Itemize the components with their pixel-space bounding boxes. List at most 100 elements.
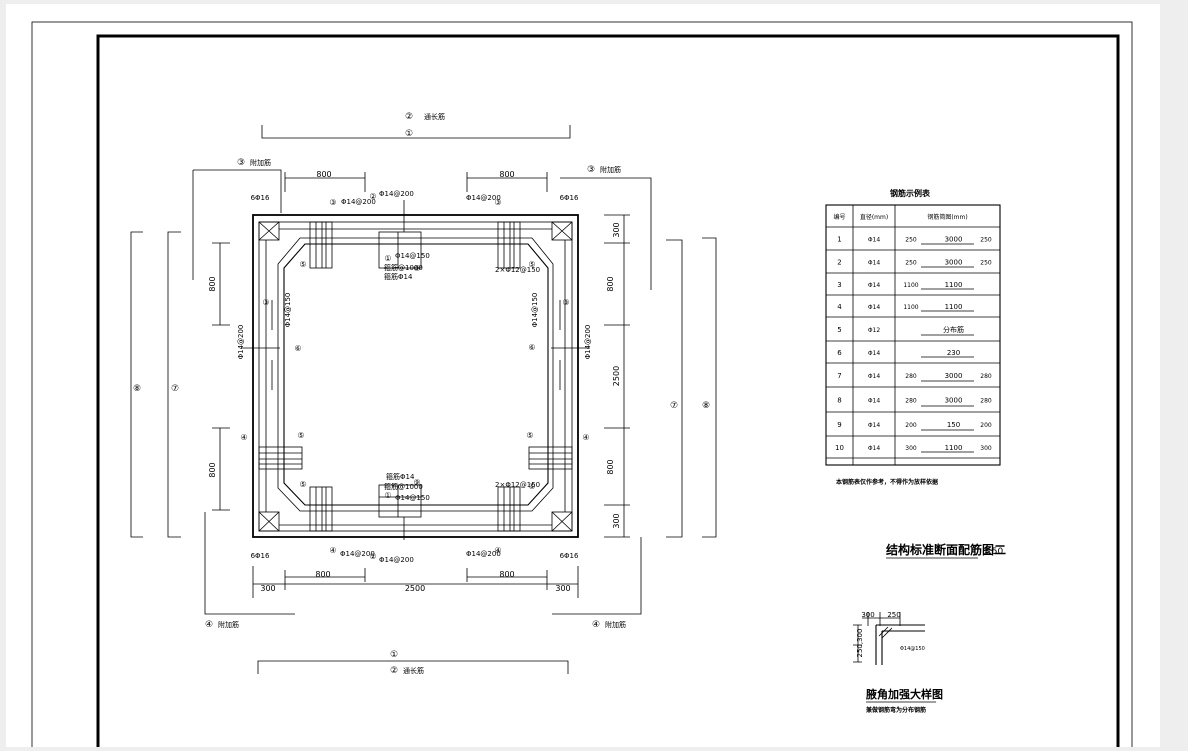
l-ref-5-bot: ⑤ bbox=[297, 431, 304, 440]
schedule-row-shape: 3000 bbox=[945, 397, 963, 405]
detail-dim-vert: 250,300 bbox=[856, 629, 864, 658]
b-dim-800-right: 800 bbox=[499, 570, 514, 579]
stirrup-ref1-top: ① bbox=[384, 254, 391, 263]
r-ref-8: ⑧ bbox=[702, 401, 710, 411]
l-ref-4: ④ bbox=[240, 433, 247, 442]
schedule-row-b: 250 bbox=[980, 237, 992, 244]
schedule-row-no: 4 bbox=[837, 303, 842, 311]
detail-dim-250: 250 bbox=[887, 611, 900, 619]
corner-boxes bbox=[258, 221, 573, 532]
schedule-header-shape: 钢筋简图(mm) bbox=[927, 213, 967, 221]
outer-rebar bbox=[258, 221, 573, 532]
b-dim-2500: 2500 bbox=[405, 584, 425, 593]
r-dim-2500: 2500 bbox=[612, 366, 621, 386]
b-dim-800-left: 800 bbox=[315, 570, 330, 579]
top-dim-800-left: 800 bbox=[316, 170, 331, 179]
l-phi14-150: Φ14@150 bbox=[284, 293, 292, 328]
bot-through-label: 通长筋 bbox=[403, 666, 424, 675]
stirrup-ref9-top: ⑨ bbox=[413, 264, 420, 273]
schedule-row-shape: 3000 bbox=[945, 372, 963, 380]
bot-phi14-200-l: Φ14@200 bbox=[340, 550, 375, 558]
schedule-row-shape: 230 bbox=[947, 349, 960, 357]
r-ref-4: ④ bbox=[582, 433, 589, 442]
detail-title: 腋角加强大样图 bbox=[865, 687, 943, 701]
br-ref-4: ④ bbox=[592, 620, 600, 630]
tr-additional: 附加筋 bbox=[600, 165, 621, 174]
bot-phi14-200-r: Φ14@200 bbox=[466, 550, 501, 558]
top-ref3-r: ③ bbox=[494, 198, 501, 207]
schedule-row-dia: Φ14 bbox=[868, 282, 881, 289]
schedule-row-a: 250 bbox=[905, 237, 917, 244]
schedule-row-dia: Φ14 bbox=[868, 260, 881, 267]
schedule-row-shape: 1100 bbox=[945, 444, 963, 452]
bl-additional: 附加筋 bbox=[218, 620, 239, 629]
tr-6phi16: 6Φ16 bbox=[560, 194, 579, 202]
r-dim-800-top: 800 bbox=[606, 276, 615, 291]
schedule-row-shape: 3000 bbox=[945, 236, 963, 244]
r-dim-800-bot: 800 bbox=[606, 459, 615, 474]
main-section: ② 通长筋 ① 800 800 ③ 附加筋 ③ 附加筋 6Φ16 6Φ16 Φ1… bbox=[130, 112, 717, 676]
bot-ref-2: ② bbox=[390, 666, 398, 676]
schedule-row-no: 1 bbox=[837, 236, 841, 244]
schedule-row-a: 280 bbox=[905, 373, 917, 380]
tr-ref-3: ③ bbox=[587, 165, 595, 175]
l-ref-8: ⑧ bbox=[133, 384, 141, 394]
schedule-row-a: 300 bbox=[905, 445, 917, 452]
schedule-row-no: 6 bbox=[837, 349, 842, 357]
r-phi14-200: Φ14@200 bbox=[584, 325, 592, 360]
top-dimensions bbox=[192, 125, 652, 290]
schedule-row-a: 250 bbox=[905, 260, 917, 267]
top-ref5-l: ⑤ bbox=[299, 260, 306, 269]
phi12-150-top: 2×Φ12@150 bbox=[495, 266, 540, 274]
schedule-row-dia: Φ14 bbox=[868, 422, 881, 429]
schedule-row-a: 1100 bbox=[903, 304, 918, 311]
schedule-row-a: 1100 bbox=[903, 282, 918, 289]
bot-ref4-r: ④ bbox=[494, 546, 501, 555]
stirrup-phi14-top: 箍筋Φ14 bbox=[384, 272, 413, 281]
schedule-row-b: 200 bbox=[980, 422, 992, 429]
schedule-row-b: 280 bbox=[980, 398, 992, 405]
schedule-row-no: 2 bbox=[837, 259, 841, 267]
schedule-row-b: 250 bbox=[980, 260, 992, 267]
schedule-header-dia: 直径(mm) bbox=[860, 213, 888, 221]
b-dim-300-right: 300 bbox=[555, 584, 570, 593]
tl-additional: 附加筋 bbox=[250, 158, 271, 167]
right-dimensions bbox=[130, 214, 717, 538]
schedule-row-shape: 150 bbox=[947, 421, 960, 429]
l-phi14-200: Φ14@200 bbox=[237, 325, 245, 360]
schedule-row-no: 5 bbox=[837, 326, 841, 334]
schedule-row-dia: Φ14 bbox=[868, 237, 881, 244]
schedule-row-shape: 1100 bbox=[945, 303, 963, 311]
top-ref-2: ② bbox=[405, 112, 413, 122]
stirrup-phi14-bot: 箍筋Φ14 bbox=[386, 472, 415, 481]
br-6phi16: 6Φ16 bbox=[560, 552, 579, 560]
top-dim-800-right: 800 bbox=[499, 170, 514, 179]
top-ref2: ② bbox=[369, 192, 376, 201]
bot-ref5-l: ⑤ bbox=[299, 480, 306, 489]
l-ref-7: ⑦ bbox=[171, 384, 179, 394]
bot-phi14-200-c: Φ14@200 bbox=[379, 556, 414, 564]
stirrup-1000-top: 箍筋@1000 bbox=[384, 263, 423, 272]
schedule-row-a: 280 bbox=[905, 398, 917, 405]
b-dim-300-left: 300 bbox=[260, 584, 275, 593]
top-phi14-200-r: Φ14@200 bbox=[466, 194, 501, 202]
schedule-row-dia: Φ14 bbox=[868, 398, 881, 405]
r-dim-300-bot: 300 bbox=[612, 513, 621, 528]
top-phi14-200-l: Φ14@200 bbox=[341, 198, 376, 206]
l-dim-800-top: 800 bbox=[208, 276, 217, 291]
inner-frame bbox=[96, 34, 1120, 747]
schedule-row-dia: Φ14 bbox=[868, 304, 881, 311]
r-ref-3: ③ bbox=[562, 298, 569, 307]
paper bbox=[6, 4, 1160, 747]
drawing-title: 结构标准断面配筋图二 bbox=[886, 542, 1006, 557]
inner-rebar bbox=[277, 237, 554, 512]
tl-ref-3: ③ bbox=[237, 158, 245, 168]
r-dim-300-top: 300 bbox=[612, 222, 621, 237]
inner-opening bbox=[283, 243, 549, 506]
tl-6phi16: 6Φ16 bbox=[251, 194, 270, 202]
bot-ref5-r: ⑤ bbox=[528, 482, 535, 491]
l-dim-800-bot: 800 bbox=[208, 462, 217, 477]
detail-dim-300: 300 bbox=[861, 611, 874, 619]
